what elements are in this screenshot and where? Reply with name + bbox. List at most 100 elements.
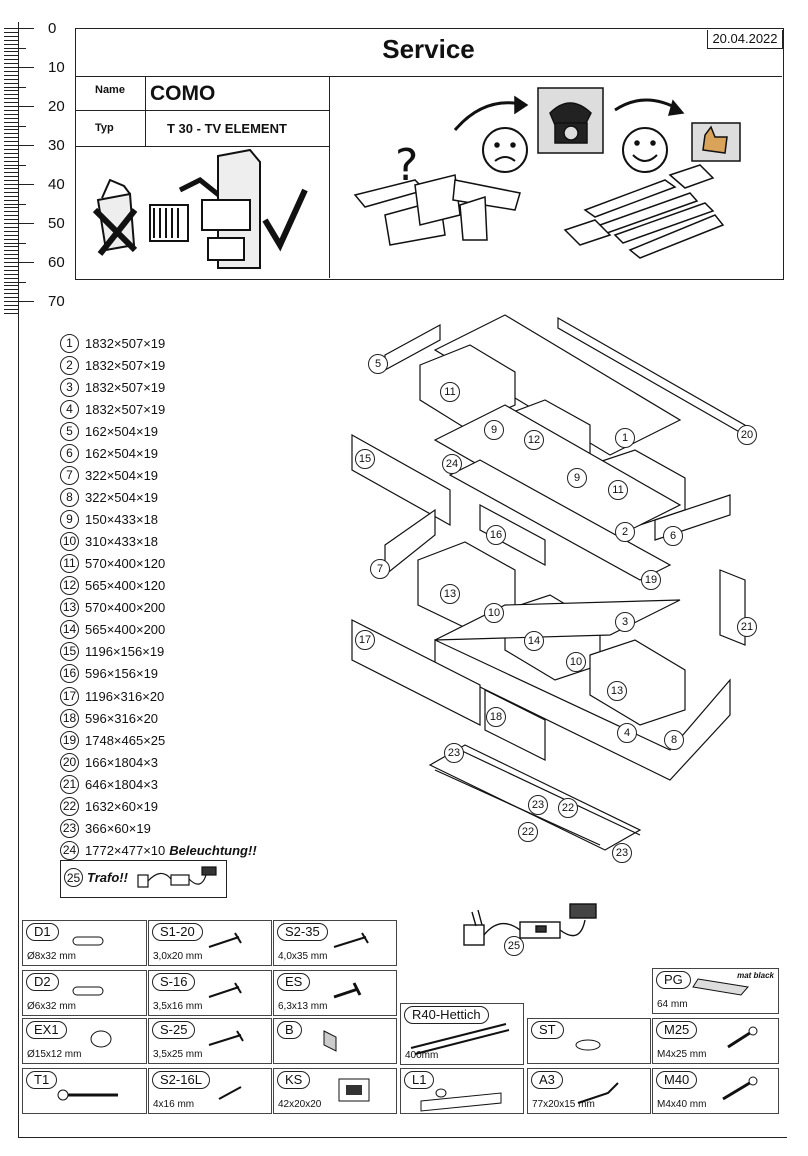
part-callout: 13: [440, 584, 460, 604]
ruler-tick: [4, 74, 18, 76]
part-number: 22: [60, 796, 79, 816]
part-dimensions: 596×156×19: [85, 665, 159, 681]
part-dimensions: 1832×507×19: [85, 335, 166, 351]
hardware-code: KS: [277, 1071, 311, 1089]
ruler-tick: [4, 246, 18, 248]
trafo-number: 25: [64, 868, 83, 887]
ruler-tick: [4, 191, 18, 193]
ruler-tick: [4, 94, 18, 96]
hardware-cell: B: [273, 1018, 397, 1064]
exploded-assembly-drawing: [351, 314, 751, 851]
part-dimensions: 1196×156×19: [85, 643, 165, 659]
ruler-tick: [4, 301, 34, 302]
date-label: 20.04.2022: [707, 30, 783, 49]
archive-instructions-illustration: [92, 148, 308, 269]
ruler-label: 50: [48, 215, 65, 232]
header-box: [75, 28, 784, 280]
part-number: 9: [60, 509, 79, 529]
part-dimensions: 1196×316×20: [85, 688, 165, 704]
hardware-icon: [333, 982, 362, 999]
ruler-tick: [4, 152, 18, 154]
part-number: 12: [60, 575, 79, 595]
hardware-icon: [410, 1023, 510, 1055]
hardware-code: PG: [656, 971, 691, 989]
hardware-dimension: 77x20x15 mm: [532, 1099, 595, 1110]
ruler-tick: [4, 281, 26, 283]
part-callout: 11: [440, 382, 460, 402]
part-dimensions: 1748×465×25: [85, 732, 166, 748]
ruler-tick: [4, 308, 18, 310]
ruler-tick: [4, 168, 18, 170]
type-label: Typ: [95, 122, 114, 134]
part-callout: 13: [607, 681, 627, 701]
hardware-icon: [218, 1086, 242, 1100]
ruler-tick: [4, 82, 18, 84]
hardware-code: S1-20: [152, 923, 203, 941]
ruler-tick: [4, 203, 26, 205]
ruler-tick: [4, 43, 18, 45]
part-callout: 17: [355, 630, 375, 650]
ruler-tick: [4, 137, 18, 139]
type-value-cell: T 30 - TV ELEMENT: [145, 110, 330, 147]
title-row: Service: [75, 28, 782, 77]
hardware-icon: [208, 982, 242, 998]
ruler-tick: [4, 289, 18, 291]
ruler-label: 0: [48, 20, 57, 37]
part-number: 4: [60, 399, 79, 419]
ruler-tick: [4, 219, 18, 221]
product-name: COMO: [150, 82, 216, 105]
hardware-code: D1: [26, 923, 59, 941]
hardware-dimension: M4x25 mm: [657, 1049, 707, 1060]
ruler-tick: [4, 109, 18, 111]
part-callout: 22: [558, 798, 578, 818]
hardware-dimension: 400mm: [405, 1050, 439, 1061]
part-row: 17 1196×316×20: [60, 686, 164, 706]
part-dimensions: 565×400×200: [85, 621, 166, 637]
part-callout: 6: [663, 526, 683, 546]
ruler-tick: [4, 98, 18, 100]
name-label-cell: Name: [75, 76, 146, 111]
hardware-cell: L1: [400, 1068, 524, 1114]
part-number: 17: [60, 686, 79, 706]
hardware-code: T1: [26, 1071, 58, 1089]
ruler-tick: [4, 78, 18, 80]
part-note: Beleuchtung!!: [169, 842, 257, 858]
ruler-tick: [4, 258, 18, 260]
svg-text:?: ?: [395, 140, 418, 191]
ruler-tick: [4, 312, 18, 314]
ruler-tick: [4, 113, 18, 115]
hardware-code: D2: [26, 973, 59, 991]
hardware-icon: [420, 1088, 502, 1112]
part-callout: 24: [442, 454, 462, 474]
ruler-tick: [4, 226, 18, 228]
part-dimensions: 596×316×20: [85, 710, 159, 726]
hardware-note: mat black: [737, 971, 774, 980]
hardware-dimension: M4x40 mm: [657, 1099, 707, 1110]
hardware-code: A3: [531, 1071, 563, 1089]
ruler-tick: [4, 102, 18, 104]
part-callout: 25: [504, 936, 524, 956]
ruler-tick: [4, 242, 26, 244]
part-number: 15: [60, 641, 79, 661]
part-number: 19: [60, 730, 79, 750]
hardware-icon: [722, 1076, 758, 1101]
hardware-dimension: 64 mm: [657, 999, 688, 1010]
ruler-tick: [4, 129, 18, 131]
ruler-tick: [4, 55, 18, 57]
part-dimensions: 1832×507×19: [85, 357, 166, 373]
hardware-code: ES: [277, 973, 311, 991]
part-callout: 19: [641, 570, 661, 590]
part-number: 10: [60, 531, 79, 551]
part-callout: 23: [528, 795, 548, 815]
